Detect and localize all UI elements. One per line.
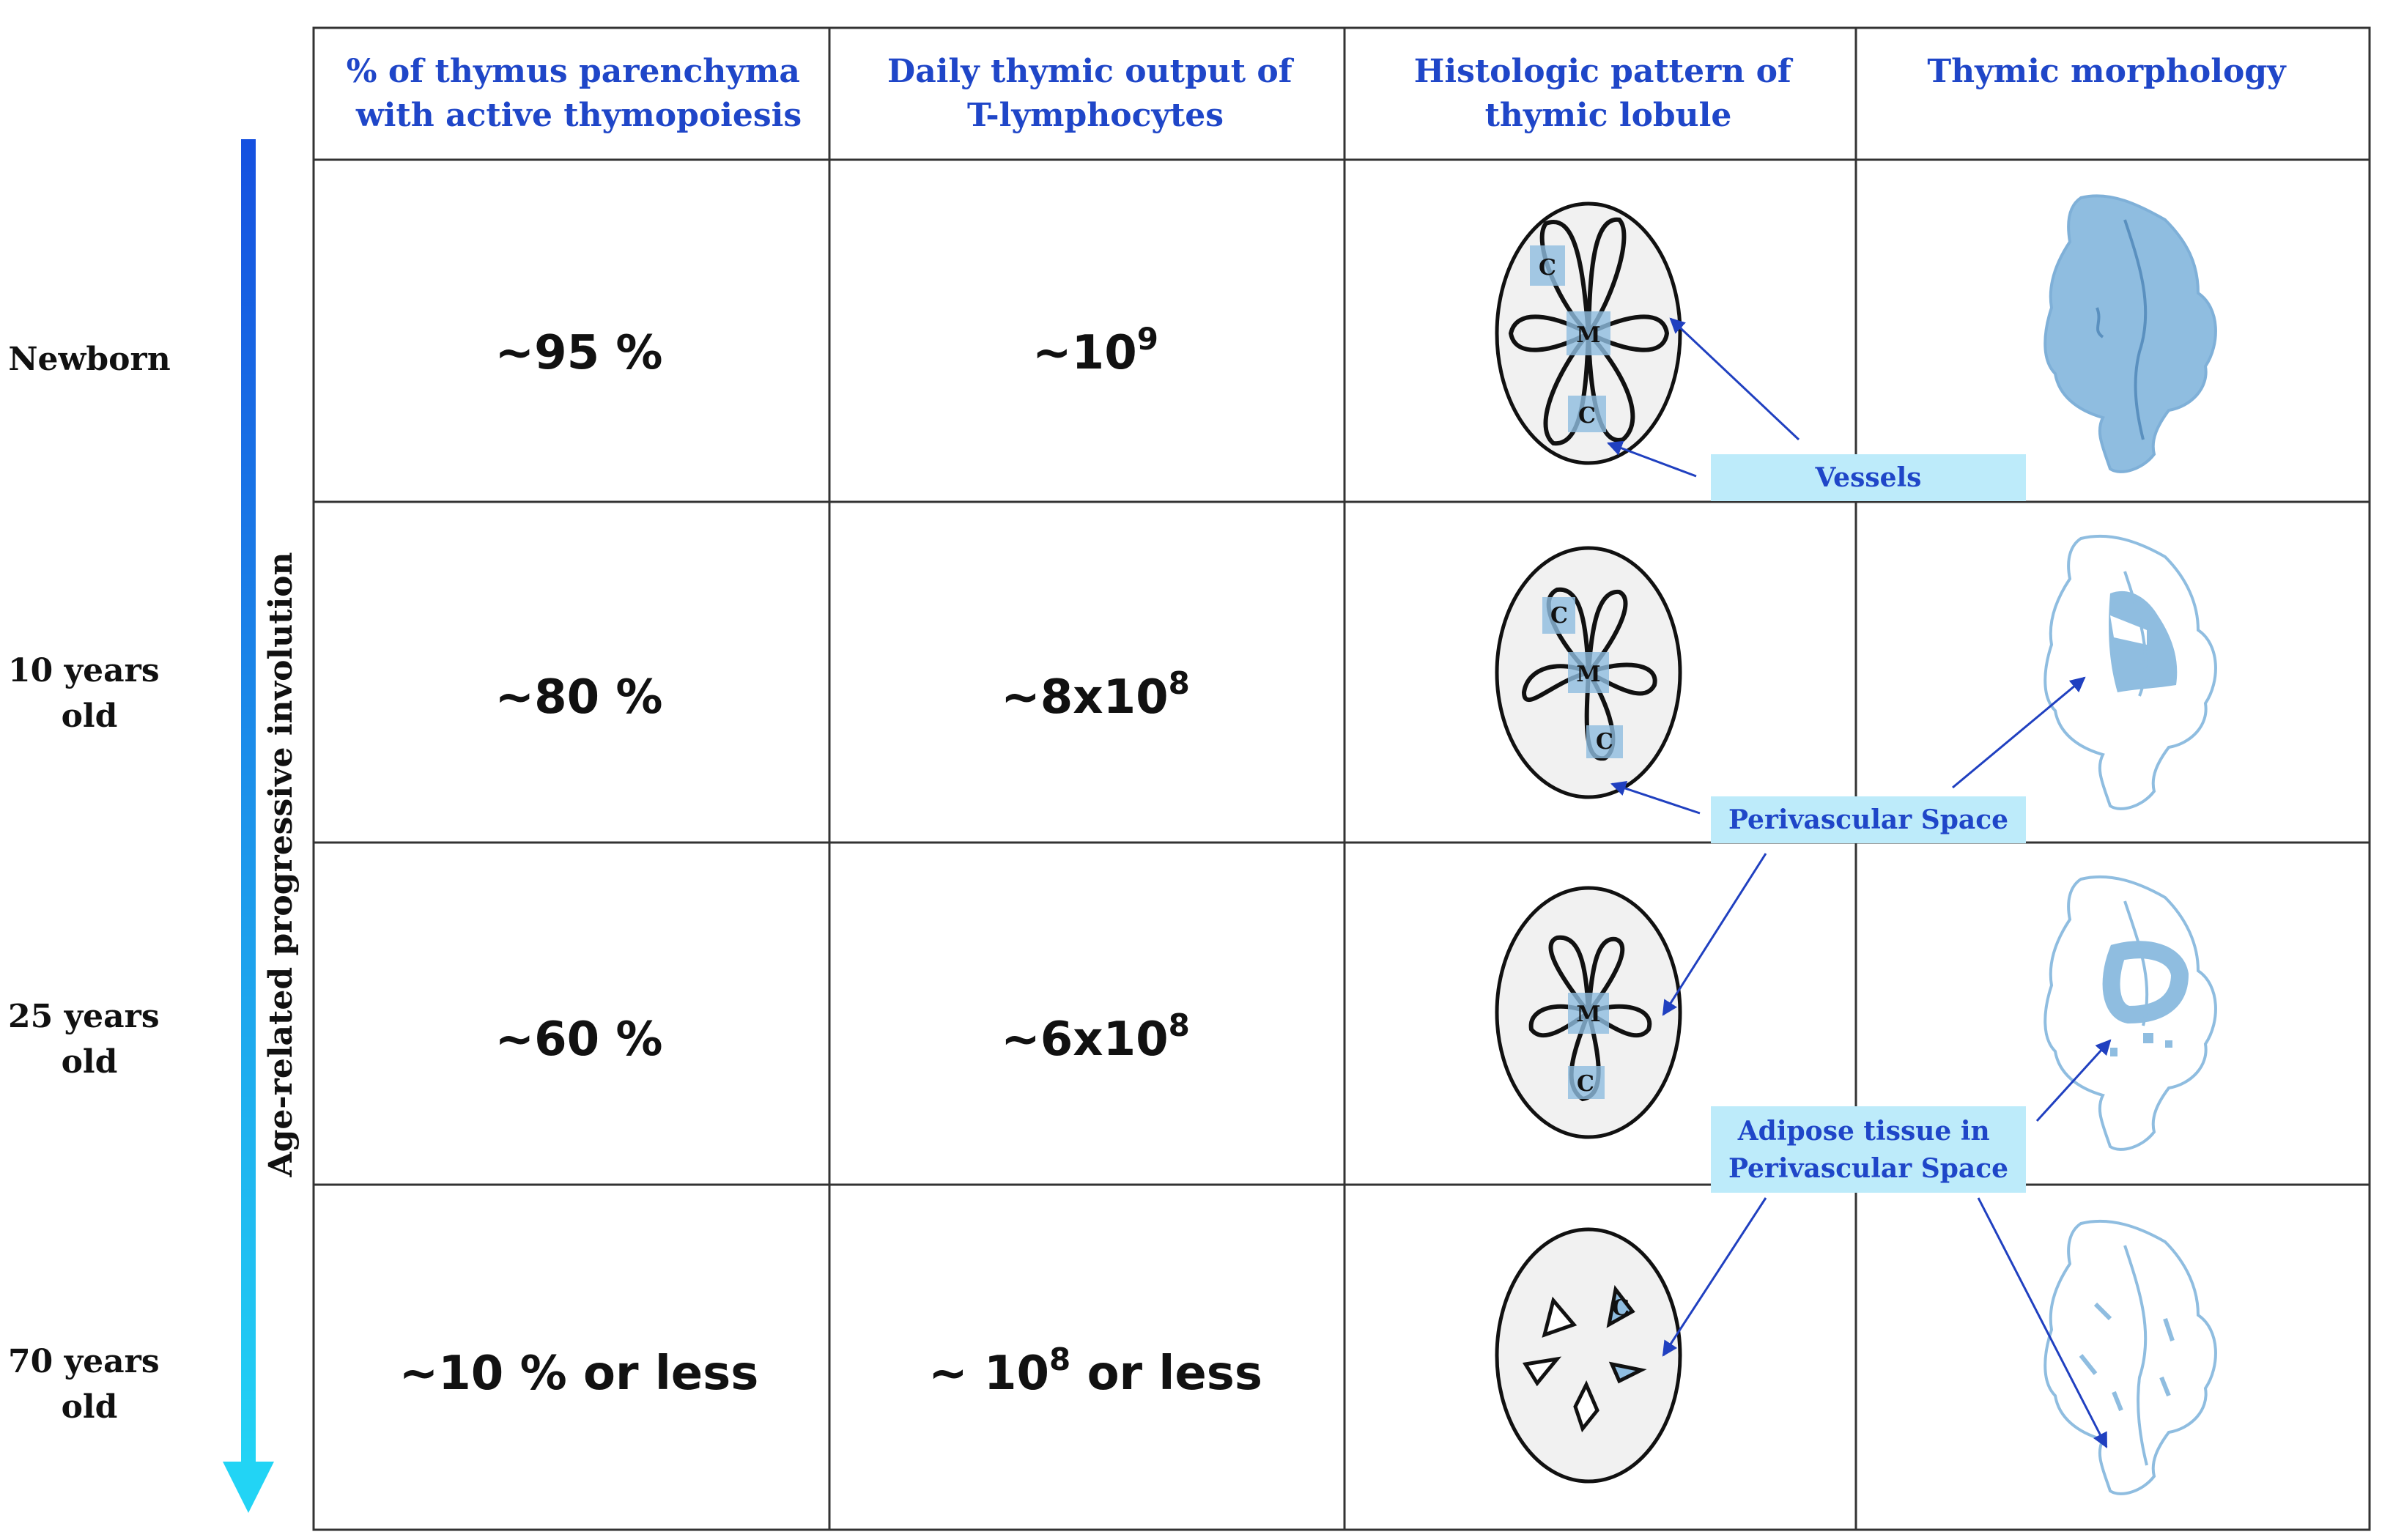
age-label-25-years: 25 years old [8,998,171,1081]
age-label-newborn: Newborn [8,341,170,378]
lobule-70-years: C [1495,1227,1682,1484]
callout-perivascular-space: Perivascular Space [1711,796,2026,843]
thymus-10-years [2043,534,2217,810]
age-label-10-years: 10 years old [8,652,171,735]
svg-text:Adipose tissue in Periva: Adipose tissue in Perivascular Space [1728,1116,2008,1184]
age-label-70-years: 70 years old [8,1343,171,1426]
involution-arrow [223,139,274,1513]
cortex-label: C [1578,403,1596,429]
lobule-25-years: M C [1495,886,1682,1139]
cortex-label: C [1550,603,1568,629]
callout-adipose-tissue: Adipose tissue in Perivascular Space [1711,1106,2026,1193]
axis-label-involution: Age-related progressive involution [262,552,300,1177]
medulla-label: M [1576,322,1600,348]
cortex-label: C [1596,729,1613,755]
cortex-label: C [1539,255,1556,281]
pct-25-years: ~60 % [495,1013,662,1067]
header-histologic-pattern: Histologic pattern of thymic lobule [1414,53,1802,134]
pct-70-years: ~10 % or less [399,1347,759,1401]
callout-vessels: Vessels [1711,454,2026,501]
thymus-25-years [2043,875,2217,1151]
pct-10-years: ~80 % [495,670,662,725]
lobule-newborn: C M C [1495,201,1682,465]
output-25-years: ~6x108 [1001,1007,1190,1067]
output-70-years: ~ 108 or less [928,1341,1262,1401]
output-10-years: ~8x108 [1001,665,1190,725]
pct-newborn: ~95 % [495,326,662,380]
output-newborn: ~109 [1032,321,1158,380]
header-thymic-morphology: Thymic morphology [1927,53,2287,90]
svg-text:Vessels: Vessels [1815,462,1922,493]
medulla-label: M [1576,662,1600,687]
header-daily-output: Daily thymic output of T-lymphocytes [887,53,1303,134]
lobule-10-years: C M C [1495,546,1682,799]
thymus-70-years [2043,1219,2217,1495]
thymus-newborn [2043,194,2217,473]
cortex-label: C [1612,1295,1630,1321]
callout-connectors [1607,317,2112,1448]
table-grid [312,26,2371,1531]
cortex-label: C [1577,1071,1594,1097]
header-thymopoiesis: % of thymus parenchyma with active thymo… [347,53,811,134]
medulla-label: M [1576,1002,1600,1027]
svg-text:Perivascular Space: Perivascular Space [1728,804,2008,835]
